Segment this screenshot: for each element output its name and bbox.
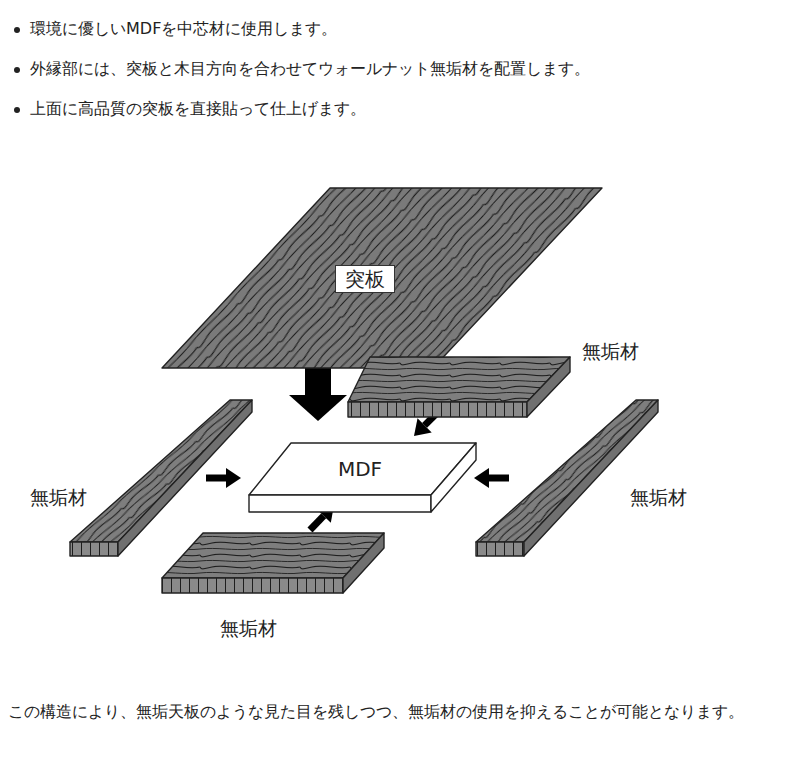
part-face	[476, 542, 524, 556]
bullet-text: 環境に優しいMDFを中芯材に使用します。	[30, 18, 337, 40]
part-face	[343, 533, 384, 593]
part-label: 突板	[335, 265, 395, 293]
part-face	[524, 400, 658, 556]
veneer-sheet: 突板	[160, 186, 604, 370]
part-face	[249, 495, 431, 512]
arrow-head	[414, 418, 432, 436]
assembly-arrow	[206, 468, 241, 488]
part-face	[70, 542, 118, 556]
part-face	[162, 578, 343, 593]
part-illustration	[474, 398, 696, 558]
bullet-dot	[14, 107, 20, 113]
part-face	[348, 402, 527, 417]
part-face	[162, 188, 602, 368]
part-label: 無垢材	[30, 486, 87, 509]
bullet-text: 上面に高品質の突板を直接貼って仕上げます。	[30, 98, 366, 120]
part-label: MDF	[338, 457, 382, 481]
part-face	[70, 400, 252, 542]
part-label: 無垢材	[220, 617, 277, 640]
solid-wood-board: 無垢材	[474, 398, 696, 558]
solid-wood-board: 無垢材	[346, 336, 648, 420]
solid-wood-board: 無垢材	[160, 531, 386, 643]
mdf-core: MDF	[247, 441, 478, 514]
arrow-head	[474, 468, 489, 488]
part-face	[431, 443, 476, 512]
part-label: 無垢材	[582, 340, 639, 363]
assembly-arrow	[474, 468, 509, 488]
part-face	[527, 357, 570, 417]
arrow-shaft	[310, 516, 324, 530]
caption-text: この構造により、無垢天板のような見た目を残しつつ、無垢材の使用を抑えることが可能…	[8, 696, 803, 727]
part-label: 無垢材	[630, 486, 687, 509]
arrow-shaft	[489, 475, 509, 482]
assembly-arrow	[289, 368, 347, 421]
arrow-shaft	[206, 475, 226, 482]
arrow-shaft	[305, 368, 331, 395]
arrow-head	[289, 395, 347, 421]
arrow-head	[226, 468, 241, 488]
bullet-dot	[14, 27, 20, 33]
bullet-text: 外縁部には、突板と木目方向を合わせてウォールナット無垢材を配置します。	[30, 58, 590, 80]
part-face	[476, 400, 658, 542]
bullet-dot	[14, 67, 20, 73]
